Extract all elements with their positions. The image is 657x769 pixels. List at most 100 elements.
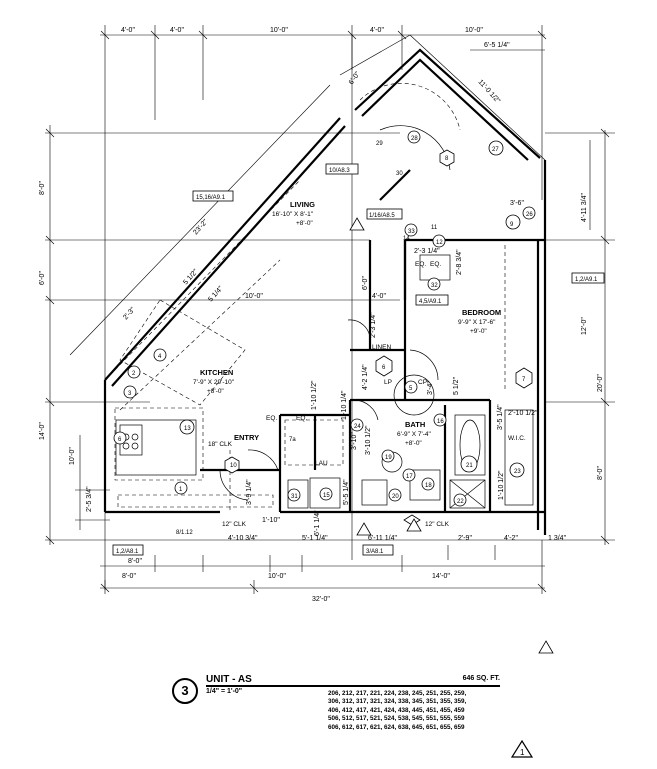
left-dim-2: 6'-0" <box>39 271 46 285</box>
tag-19: 19 <box>385 455 392 461</box>
int-dim-9: 2'-3 1/4" <box>414 248 440 255</box>
circle-tags <box>113 130 536 507</box>
tag-12: 12 <box>436 240 443 246</box>
int-dim-11: 2'-10 1/2" <box>508 410 538 417</box>
diag-dim-3: 23'-2" <box>192 218 209 236</box>
hex-tag-6: 6 <box>382 365 386 371</box>
living-room-size: 16'-10" X 8'-1" <box>272 211 314 218</box>
int-dim-14: 1'-10" <box>262 517 280 524</box>
linen-label: LINEN <box>372 344 391 351</box>
tag-5: 5 <box>409 386 413 392</box>
eq-label-4: EQ. <box>430 261 441 268</box>
revision-triangle-icon: 1 <box>511 740 533 758</box>
wic-label: W.I.C. <box>508 435 526 442</box>
bottom-total-dim: 32'-0" <box>312 596 330 603</box>
int-dim-7: 2'-3 1/4" <box>370 312 377 338</box>
right-dim-5: 2'-8 3/4" <box>456 249 463 275</box>
int-dim-17: 6'-1 1/4" <box>314 510 321 536</box>
ref-2: 10/A8.3 <box>329 168 350 174</box>
bottom-dim-3: 5'-1 1/4" <box>302 535 328 542</box>
int-dim-1: 10'-0" <box>245 293 263 300</box>
unit-row: 606, 612, 617, 621, 624, 638, 645, 651, … <box>328 723 465 731</box>
bath-room-ceiling: +8'-0" <box>405 440 422 447</box>
int-dim-12: 5 1/2" <box>453 376 460 395</box>
tag-1: 1 <box>179 487 183 493</box>
int-dim-18: 3'-9 1/4" <box>246 479 253 505</box>
ref-6: 1,2/A8.1 <box>116 549 139 555</box>
top-dim-5: 10'-0" <box>465 27 483 34</box>
top-dim-4: 4'-0" <box>370 27 384 34</box>
unit-area: 646 SQ. FT. <box>462 675 500 682</box>
bedroom-room-name: BEDROOM <box>462 308 501 317</box>
tag-29: 29 <box>376 141 383 147</box>
title-block: 3 UNIT - AS 646 SQ. FT. 1/4" = 1'-0" 206… <box>172 670 502 740</box>
int-dim-13: 3'-4" <box>427 381 434 395</box>
top-dim-sub: 6'-5 1/4" <box>484 42 510 49</box>
bottom-dim-6: 4'-2" <box>504 535 518 542</box>
cp-label: CP <box>418 379 427 386</box>
tag-28: 28 <box>411 136 418 142</box>
bedroom-room-size: 9'-9" X 17'-6" <box>458 319 496 326</box>
diag-dim-6: 5 1/4" <box>207 285 225 303</box>
ref-8: 8/1.12 <box>176 530 193 536</box>
ref-5: 1,2/A9.1 <box>575 277 598 283</box>
bath-room-name: BATH <box>405 420 425 429</box>
top-dim-1: 4'-0" <box>121 27 135 34</box>
tag-33: 33 <box>408 229 415 235</box>
bottom-dim-9: 10'-0" <box>268 573 286 580</box>
tag-30: 30 <box>396 171 403 177</box>
int-dim-5: 1'-10 1/4" <box>341 390 348 420</box>
fixtures <box>115 125 534 509</box>
hex-tag-10: 10 <box>230 463 237 469</box>
top-dim-3: 10'-0" <box>270 27 288 34</box>
bottom-dim-8: 8'-0" <box>122 573 136 580</box>
tag-20: 20 <box>392 494 399 500</box>
eq-label-1: EQ. <box>266 415 277 422</box>
diag-dim-2: 11'-0 1/2" <box>477 79 502 106</box>
eq-label-2: EQ. <box>296 415 307 422</box>
unit-number-list: 206, 212, 217, 221, 224, 238, 245, 251, … <box>328 690 502 732</box>
tag-15: 15 <box>323 493 330 499</box>
floor-plan: LIVING 16'-10" X 8'-1" +8'-0" KITCHEN 7'… <box>39 25 615 654</box>
ref-boxes <box>112 163 605 556</box>
unit-row: 406, 412, 417, 421, 424, 438, 445, 451, … <box>328 706 465 714</box>
kitchen-room-size: 7'-9" X 29'-10" <box>193 379 235 386</box>
int-dim-16: 1'-10 1/2" <box>311 380 318 410</box>
bottom-dim-2: 4'-10 3/4" <box>228 535 258 542</box>
tag-24: 24 <box>354 424 361 430</box>
entry-label: ENTRY <box>234 433 259 442</box>
tag-6: 6 <box>118 437 122 443</box>
tag-21: 21 <box>466 463 473 469</box>
tag-14: 14 <box>403 236 410 242</box>
tag-17: 17 <box>406 474 413 480</box>
int-dim-20: 3'-10" <box>351 432 358 450</box>
tag-26: 26 <box>526 212 533 218</box>
int-dim-8: 3'-6" <box>510 200 524 207</box>
walls <box>103 48 547 535</box>
drawing-scale: 1/4" = 1'-0" <box>206 688 243 695</box>
ref-7: 3/A8.1 <box>366 549 384 555</box>
diag-dim-1: 6'-0" <box>348 70 362 86</box>
right-dim-2: 12'-0" <box>581 317 588 335</box>
right-dim-1: 4'-11 3/4" <box>581 192 588 222</box>
int-dim-10: 3'-5 1/4" <box>497 404 504 430</box>
drawing-number: 3 <box>172 678 198 704</box>
rev-triangles <box>349 217 554 654</box>
living-room-name: LIVING <box>290 200 315 209</box>
tag-9: 9 <box>510 222 514 228</box>
revision-number: 1 <box>520 748 525 757</box>
diag-dim-5: 2'-3" <box>122 306 137 321</box>
tag-16: 16 <box>437 419 444 425</box>
tag-4: 4 <box>158 354 162 360</box>
lp-label: LP <box>384 379 392 386</box>
unit-row: 206, 212, 217, 221, 224, 238, 245, 251, … <box>328 690 467 697</box>
closet-label-c: 12" CLK <box>425 521 450 528</box>
bottom-dim-4: 6'-11 1/4" <box>368 535 398 542</box>
bottom-dim-7: 1 3/4" <box>548 535 567 542</box>
tag-23: 23 <box>514 469 521 475</box>
ref-4: 4,5/A9.1 <box>419 299 442 305</box>
left-dim-1: 8'-0" <box>39 181 46 195</box>
left-dim-4: 10'-0" <box>69 447 76 465</box>
int-dim-3: 6'-0" <box>362 276 369 290</box>
ref-3: 1/16/A8.5 <box>369 213 395 219</box>
